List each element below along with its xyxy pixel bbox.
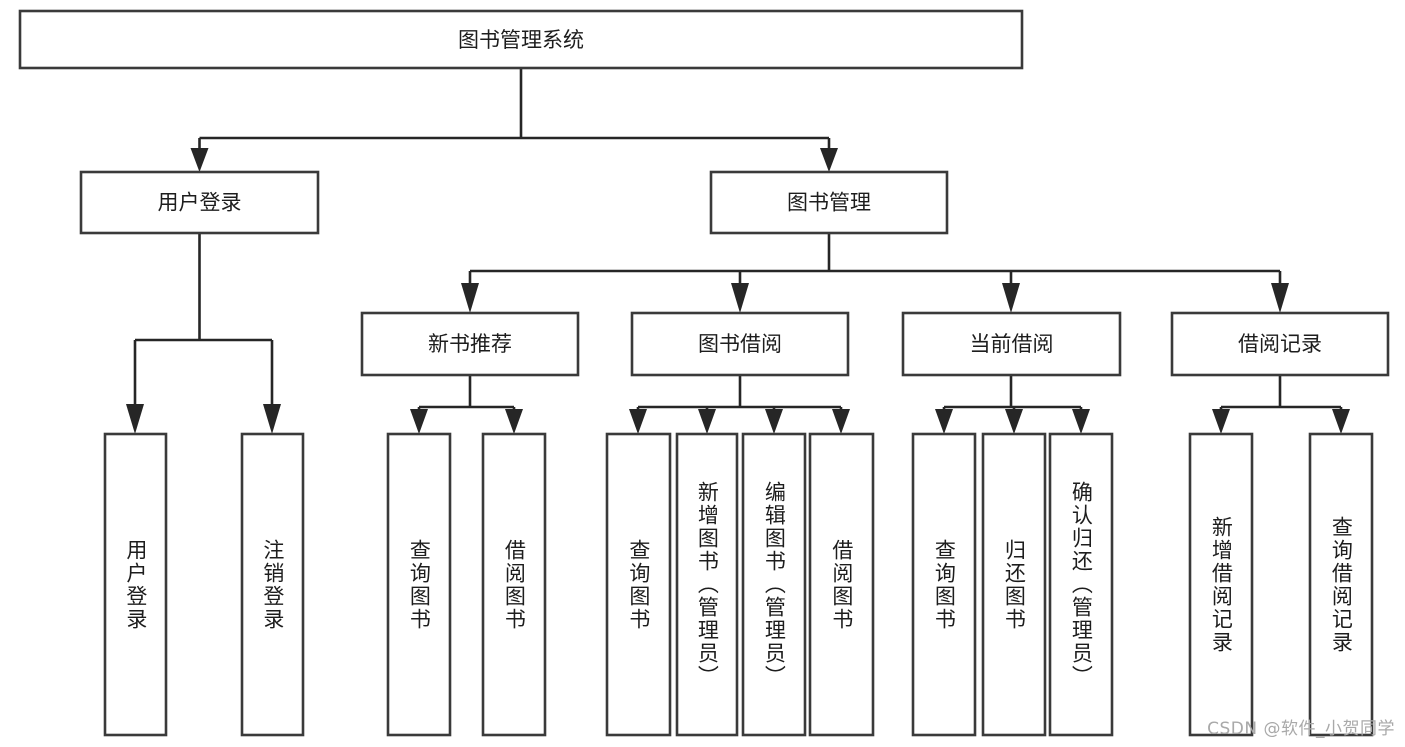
arrow-head-icon — [832, 409, 850, 434]
node-label-borrowing-record: 借阅记录 — [1238, 332, 1322, 356]
arrow-head-icon — [820, 148, 838, 172]
arrow-head-icon — [1271, 283, 1289, 313]
connector-group-book-borrow — [629, 375, 850, 434]
node-box-new-book-recommendation[interactable] — [360, 311, 580, 377]
watermark-text: CSDN @软件_小贺同学 — [1207, 719, 1395, 739]
node-box-leaf[interactable] — [103, 432, 168, 737]
arrow-head-icon — [461, 283, 479, 313]
arrow-head-icon — [935, 409, 953, 434]
node-label-book-borrowing: 图书借阅 — [698, 332, 782, 356]
node-box-leaf[interactable] — [911, 432, 977, 737]
node-box-leaf[interactable] — [741, 432, 807, 737]
arrow-head-icon — [1332, 409, 1350, 434]
connector-group-current-borrow — [935, 375, 1090, 434]
node-box-borrowing-record[interactable] — [1170, 311, 1390, 377]
node-box-leaf[interactable] — [1048, 432, 1114, 737]
node-box-leaf[interactable] — [240, 432, 305, 737]
arrow-head-icon — [1002, 283, 1020, 313]
node-box-leaf[interactable] — [481, 432, 547, 737]
node-current-borrowing[interactable]: 当前借阅 — [901, 311, 1122, 377]
node-box-book-management[interactable] — [709, 170, 949, 235]
connector-group-root — [190, 68, 838, 172]
node-label-current-borrowing: 当前借阅 — [970, 332, 1054, 356]
node-box-book-borrowing[interactable] — [630, 311, 850, 377]
node-box-leaf[interactable] — [1188, 432, 1254, 737]
arrow-head-icon — [731, 283, 749, 313]
node-box-user-login[interactable] — [79, 170, 320, 235]
node-box-leaf[interactable] — [386, 432, 452, 737]
node-user-login[interactable]: 用户登录 — [79, 170, 320, 235]
node-box-leaf[interactable] — [675, 432, 739, 737]
node-box-leaf[interactable] — [808, 432, 875, 737]
arrow-head-icon — [629, 409, 647, 434]
arrow-head-icon — [1212, 409, 1230, 434]
node-label-user-login: 用户登录 — [158, 191, 242, 215]
node-root-book-management-system[interactable]: 图书管理系统 — [18, 9, 1024, 70]
node-box-leaf[interactable] — [605, 432, 672, 737]
node-box-leaf[interactable] — [981, 432, 1047, 737]
node-box-current-borrowing[interactable] — [901, 311, 1122, 377]
node-label-new-book-recommendation: 新书推荐 — [428, 332, 512, 356]
node-label-book-management: 图书管理 — [787, 191, 871, 215]
connector-group-borrow-record — [1212, 375, 1350, 434]
arrow-head-icon — [1072, 409, 1090, 434]
node-book-borrowing[interactable]: 图书借阅 — [630, 311, 850, 377]
arrow-head-icon — [505, 409, 523, 434]
arrow-head-icon — [190, 148, 209, 172]
node-box-root[interactable] — [18, 9, 1024, 70]
node-new-book-recommendation[interactable]: 新书推荐 — [360, 311, 580, 377]
arrow-head-icon — [263, 404, 281, 434]
connector-group-book-mgmt — [461, 233, 1289, 313]
node-box-leaf[interactable] — [1308, 432, 1374, 737]
arrow-head-icon — [1005, 409, 1023, 434]
node-label-root: 图书管理系统 — [458, 28, 584, 52]
node-book-management[interactable]: 图书管理 — [709, 170, 949, 235]
node-borrowing-record[interactable]: 借阅记录 — [1170, 311, 1390, 377]
arrow-head-icon — [410, 409, 428, 434]
connector-group-new-book-rec — [410, 375, 523, 434]
arrow-head-icon — [698, 409, 716, 434]
arrow-head-icon — [765, 409, 783, 434]
connector-group-user-login — [126, 233, 281, 434]
arrow-head-icon — [126, 404, 144, 434]
